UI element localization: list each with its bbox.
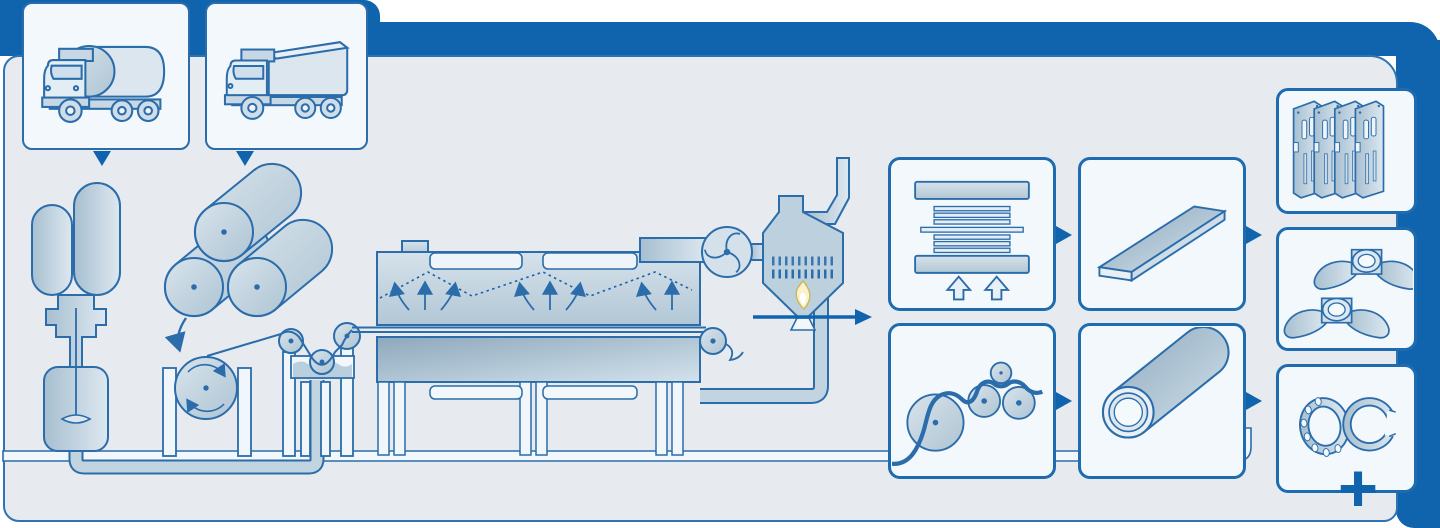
more-products-plus[interactable]: + xyxy=(1335,458,1381,518)
sheet-icon xyxy=(1096,205,1228,283)
card-winged-washers[interactable] xyxy=(1276,227,1417,351)
rings-icon xyxy=(1299,397,1408,457)
calender-rolls-icon xyxy=(892,361,1044,466)
card-sheet[interactable] xyxy=(1078,157,1246,311)
card-hot-press[interactable] xyxy=(888,157,1056,311)
hot-press-icon xyxy=(914,180,1030,301)
tube-icon xyxy=(1101,327,1230,439)
card-solid-raw-material[interactable] xyxy=(205,2,368,150)
card-rings[interactable] xyxy=(1276,364,1417,493)
card-tube[interactable] xyxy=(1078,323,1246,479)
card-liquid-raw-material[interactable] xyxy=(22,2,190,150)
card-calender-rolls[interactable] xyxy=(888,323,1056,479)
tanker-truck-icon xyxy=(41,44,166,123)
plates-icon xyxy=(1292,100,1385,199)
box-truck-icon xyxy=(223,41,350,120)
winged-washers-icon xyxy=(1283,248,1413,339)
card-plates[interactable] xyxy=(1276,88,1417,214)
